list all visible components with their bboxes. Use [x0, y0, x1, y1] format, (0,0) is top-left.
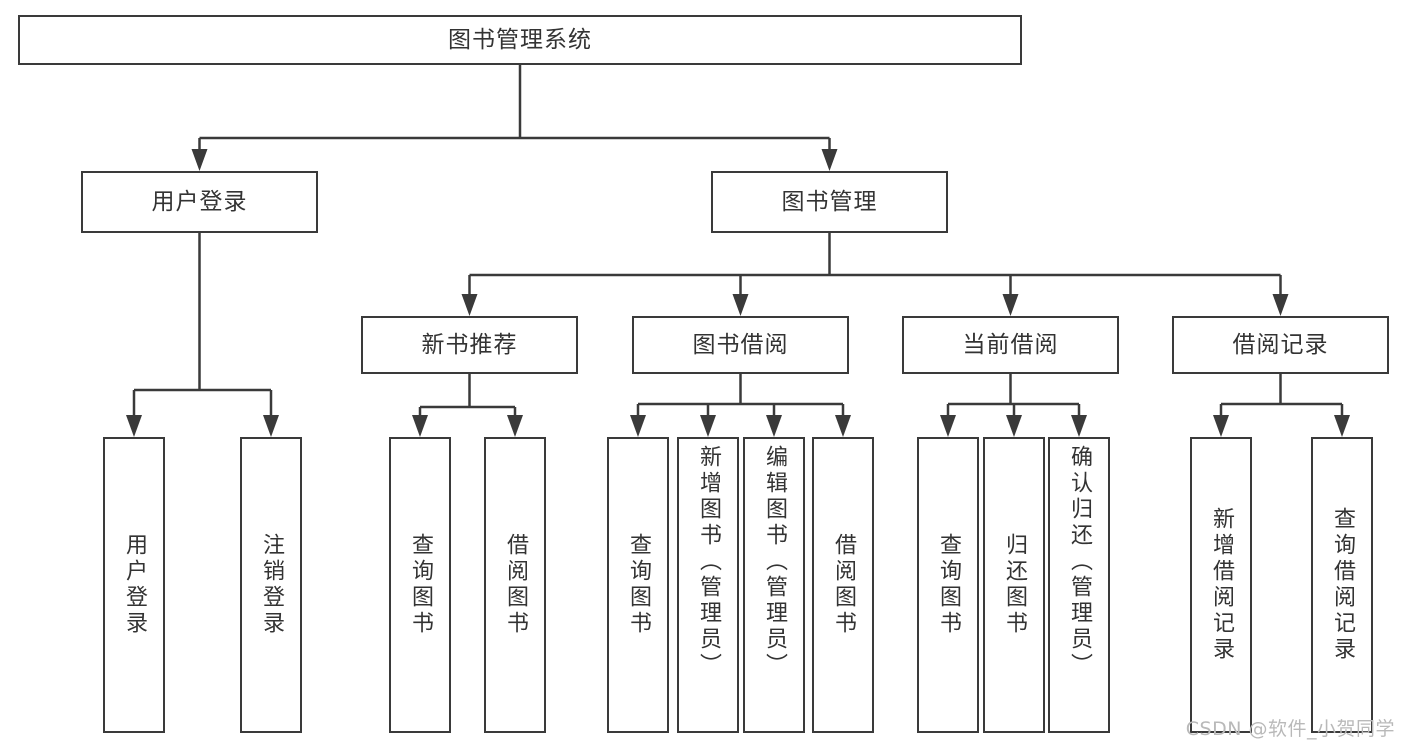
leaf-current-query-book[interactable]: 查询图书 — [917, 437, 979, 733]
node-label: 当前借阅 — [962, 331, 1059, 358]
node-root-system[interactable]: 图书管理系统 — [18, 15, 1022, 65]
node-label: 新增借阅记录 — [1209, 507, 1234, 663]
node-label: 借阅图书 — [831, 533, 856, 637]
leaf-borrow-add-book-admin[interactable]: 新增图书（管理员） — [677, 437, 739, 733]
leaf-current-confirm-return-admin[interactable]: 确认归还（管理员） — [1048, 437, 1110, 733]
node-label: 图书管理系统 — [448, 26, 592, 53]
node-book-borrow[interactable]: 图书借阅 — [632, 316, 849, 374]
leaf-user-login[interactable]: 用户登录 — [103, 437, 165, 733]
node-label: 用户登录 — [122, 533, 147, 637]
node-current-borrow[interactable]: 当前借阅 — [902, 316, 1119, 374]
leaf-borrow-borrow-book[interactable]: 借阅图书 — [812, 437, 874, 733]
leaf-current-return-book[interactable]: 归还图书 — [983, 437, 1045, 733]
node-new-book-recommend[interactable]: 新书推荐 — [361, 316, 578, 374]
node-borrow-record[interactable]: 借阅记录 — [1172, 316, 1389, 374]
node-label: 用户登录 — [151, 188, 248, 215]
leaf-borrow-edit-book-admin[interactable]: 编辑图书（管理员） — [743, 437, 805, 733]
node-label: 查询图书 — [626, 533, 651, 637]
leaf-borrow-query-book[interactable]: 查询图书 — [607, 437, 669, 733]
node-label: 确认归还（管理员） — [1067, 445, 1092, 679]
node-label: 查询图书 — [408, 533, 433, 637]
leaf-record-add-borrow-record[interactable]: 新增借阅记录 — [1190, 437, 1252, 733]
node-label: 借阅图书 — [503, 533, 528, 637]
leaf-recommend-borrow-book[interactable]: 借阅图书 — [484, 437, 546, 733]
node-label: 新增图书（管理员） — [696, 445, 721, 679]
leaf-record-query-borrow-record[interactable]: 查询借阅记录 — [1311, 437, 1373, 733]
node-label: 新书推荐 — [421, 331, 518, 358]
node-book-management[interactable]: 图书管理 — [711, 171, 948, 233]
node-user-login[interactable]: 用户登录 — [81, 171, 318, 233]
leaf-user-logout[interactable]: 注销登录 — [240, 437, 302, 733]
node-label: 图书管理 — [781, 188, 878, 215]
node-label: 编辑图书（管理员） — [762, 445, 787, 679]
csdn-watermark: CSDN @软件_小贺同学 — [1185, 718, 1395, 740]
node-label: 图书借阅 — [692, 331, 789, 358]
node-label: 借阅记录 — [1232, 331, 1329, 358]
node-label: 归还图书 — [1002, 533, 1027, 637]
node-label: 查询图书 — [936, 533, 961, 637]
leaf-recommend-query-book[interactable]: 查询图书 — [389, 437, 451, 733]
node-label: 查询借阅记录 — [1330, 507, 1355, 663]
node-label: 注销登录 — [259, 533, 284, 637]
